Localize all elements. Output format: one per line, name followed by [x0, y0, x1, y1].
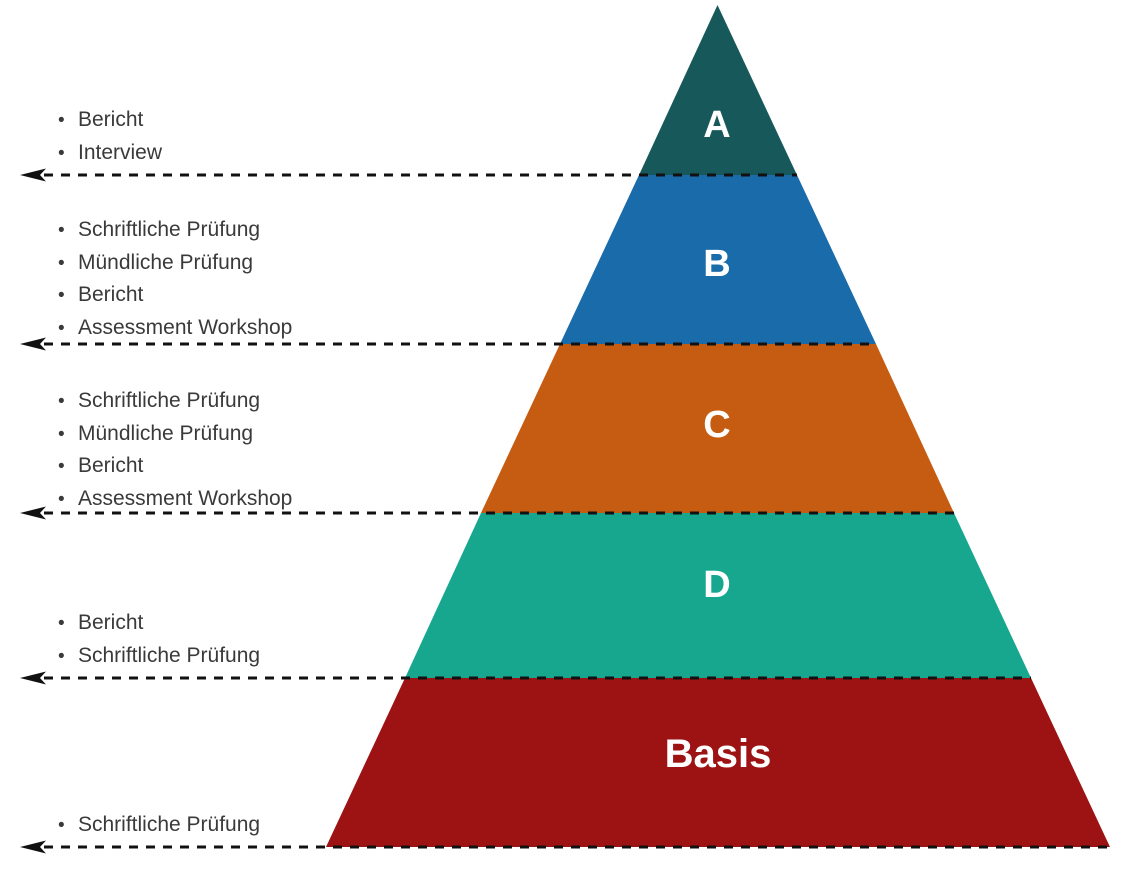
left-arrow-icon	[20, 337, 46, 351]
level-a-methods-list: • Bericht • Interview	[58, 104, 162, 169]
method-item: • Schriftliche Prüfung	[58, 809, 260, 842]
bullet-icon: •	[58, 110, 65, 131]
method-label: Mündliche Prüfung	[78, 421, 254, 445]
bullet-icon: •	[58, 285, 65, 306]
left-arrow-icon	[20, 168, 46, 182]
level-b-methods-list: • Schriftliche Prüfung • Mündliche Prüfu…	[58, 214, 292, 344]
method-item: • Bericht	[58, 279, 292, 312]
pyramid-level-basis-label: Basis	[665, 732, 772, 776]
method-label: Schriftliche Prüfung	[78, 389, 261, 412]
bullet-icon: •	[58, 423, 65, 445]
method-item: • Mündliche Prüfung	[58, 247, 292, 280]
bullet-icon: •	[58, 142, 65, 164]
method-item: • Schriftliche Prüfung	[58, 385, 292, 418]
method-item: • Schriftliche Prüfung	[58, 214, 292, 247]
method-label: Bericht	[78, 454, 144, 477]
method-label: Mündliche Prüfung	[78, 250, 254, 274]
pyramid-level-d	[405, 513, 1031, 678]
method-item: • Bericht	[58, 104, 162, 137]
left-arrow-icon	[20, 840, 46, 854]
bullet-icon: •	[58, 317, 65, 339]
bullet-icon: •	[58, 613, 65, 634]
method-label: Assessment Workshop	[78, 486, 293, 510]
pyramid-level-d-label: D	[703, 564, 730, 606]
method-item: • Interview	[58, 137, 162, 170]
method-label: Bericht	[78, 108, 144, 131]
level-c-methods-list: • Schriftliche Prüfung • Mündliche Prüfu…	[58, 385, 292, 515]
method-item: • Assessment Workshop	[58, 483, 292, 516]
method-label: Schriftliche Prüfung	[78, 643, 261, 667]
pyramid-level-c-label: C	[703, 404, 730, 446]
pyramid-level-basis	[326, 678, 1110, 847]
bullet-icon: •	[58, 815, 65, 836]
pyramid-level-b-label: B	[703, 243, 730, 285]
method-item: • Mündliche Prüfung	[58, 418, 292, 451]
bullet-icon: •	[58, 252, 65, 274]
method-label: Bericht	[78, 611, 144, 634]
method-label: Bericht	[78, 283, 144, 306]
method-label: Interview	[78, 140, 163, 164]
level-basis-methods-list: • Schriftliche Prüfung	[58, 809, 260, 842]
left-arrow-icon	[20, 506, 46, 520]
bullet-icon: •	[58, 645, 65, 667]
method-item: • Bericht	[58, 607, 260, 640]
pyramid-level-b	[560, 175, 876, 344]
method-item: • Bericht	[58, 450, 292, 483]
left-arrow-icon	[20, 671, 46, 685]
method-label: Schriftliche Prüfung	[78, 813, 261, 836]
method-item: • Assessment Workshop	[58, 312, 292, 345]
pyramid-level-c	[481, 344, 954, 513]
pyramid-level-a	[639, 5, 797, 175]
level-d-methods-list: • Bericht • Schriftliche Prüfung	[58, 607, 260, 672]
method-label: Assessment Workshop	[78, 315, 293, 339]
method-label: Schriftliche Prüfung	[78, 218, 261, 241]
bullet-icon: •	[58, 456, 65, 477]
bullet-icon: •	[58, 220, 65, 241]
method-item: • Schriftliche Prüfung	[58, 640, 260, 673]
bullet-icon: •	[58, 391, 65, 412]
pyramid-level-a-label: A	[703, 104, 730, 146]
bullet-icon: •	[58, 488, 65, 510]
